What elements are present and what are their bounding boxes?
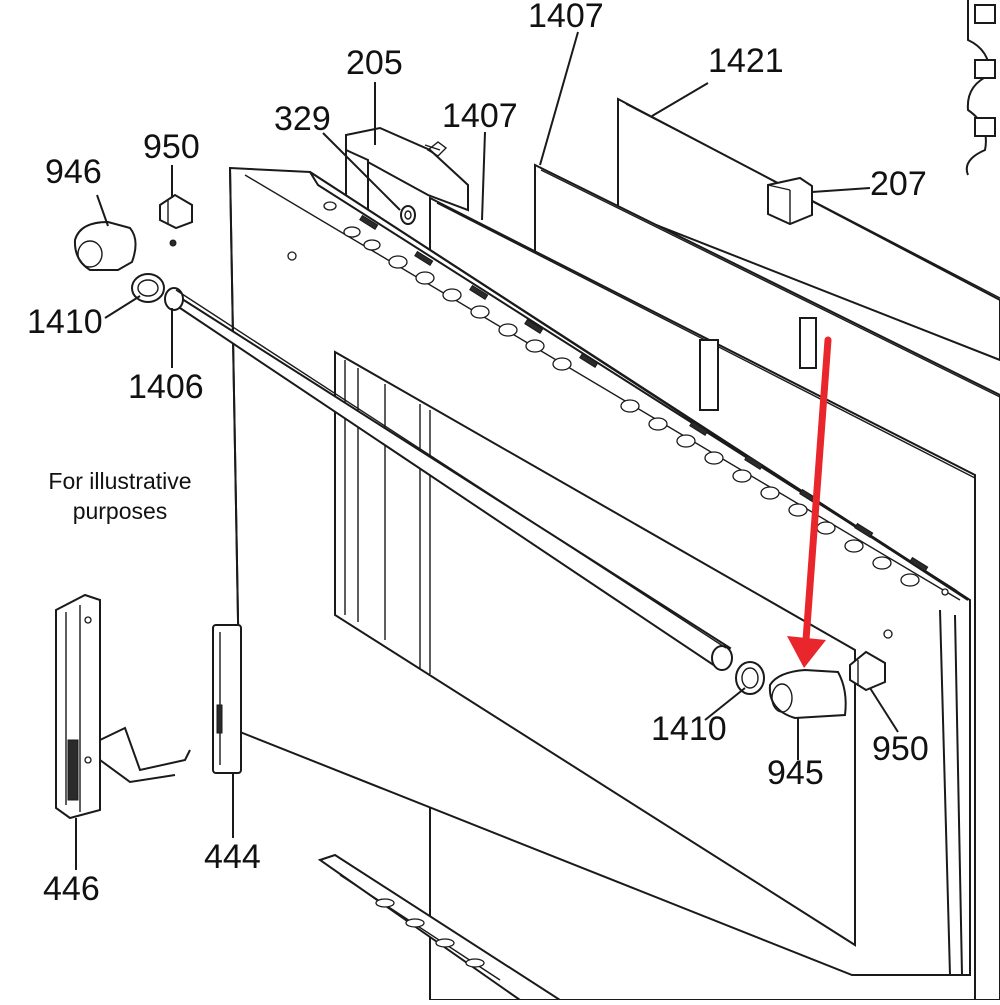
edge-hinge-detail (965, 0, 996, 176)
illustrative-note-line1: For illustrative (48, 468, 191, 494)
label-1407-mid: 1407 (442, 97, 518, 135)
bushing-1410-left (131, 273, 165, 303)
screw-329 (400, 205, 416, 225)
clip-950-right (849, 650, 886, 692)
end-cap-945 (768, 668, 847, 720)
label-945: 945 (767, 754, 824, 792)
label-205: 205 (346, 44, 403, 82)
label-946: 946 (45, 153, 102, 191)
clip-207 (767, 176, 813, 226)
label-1410-right: 1410 (651, 710, 727, 748)
label-950-right: 950 (872, 730, 929, 768)
label-444: 444 (204, 838, 261, 876)
label-1406: 1406 (128, 368, 204, 406)
label-1407-top: 1407 (528, 0, 604, 35)
label-207: 207 (870, 165, 927, 203)
hinge-cover-444 (212, 624, 242, 774)
label-329: 329 (274, 100, 331, 138)
end-cap-946 (73, 220, 137, 271)
label-1410-left: 1410 (27, 303, 103, 341)
hinge-446 (55, 593, 191, 820)
label-950-left: 950 (143, 128, 200, 166)
clip-950-left (159, 193, 193, 247)
callout-arrow (787, 336, 832, 668)
bushing-1410-right (735, 661, 765, 695)
handle-rod-1406 (164, 287, 733, 671)
label-1421: 1421 (708, 42, 784, 80)
leader-lines (75, 31, 899, 870)
vent-holes (323, 201, 929, 587)
illustrative-note-line2: purposes (73, 498, 168, 524)
label-446: 446 (43, 870, 100, 908)
